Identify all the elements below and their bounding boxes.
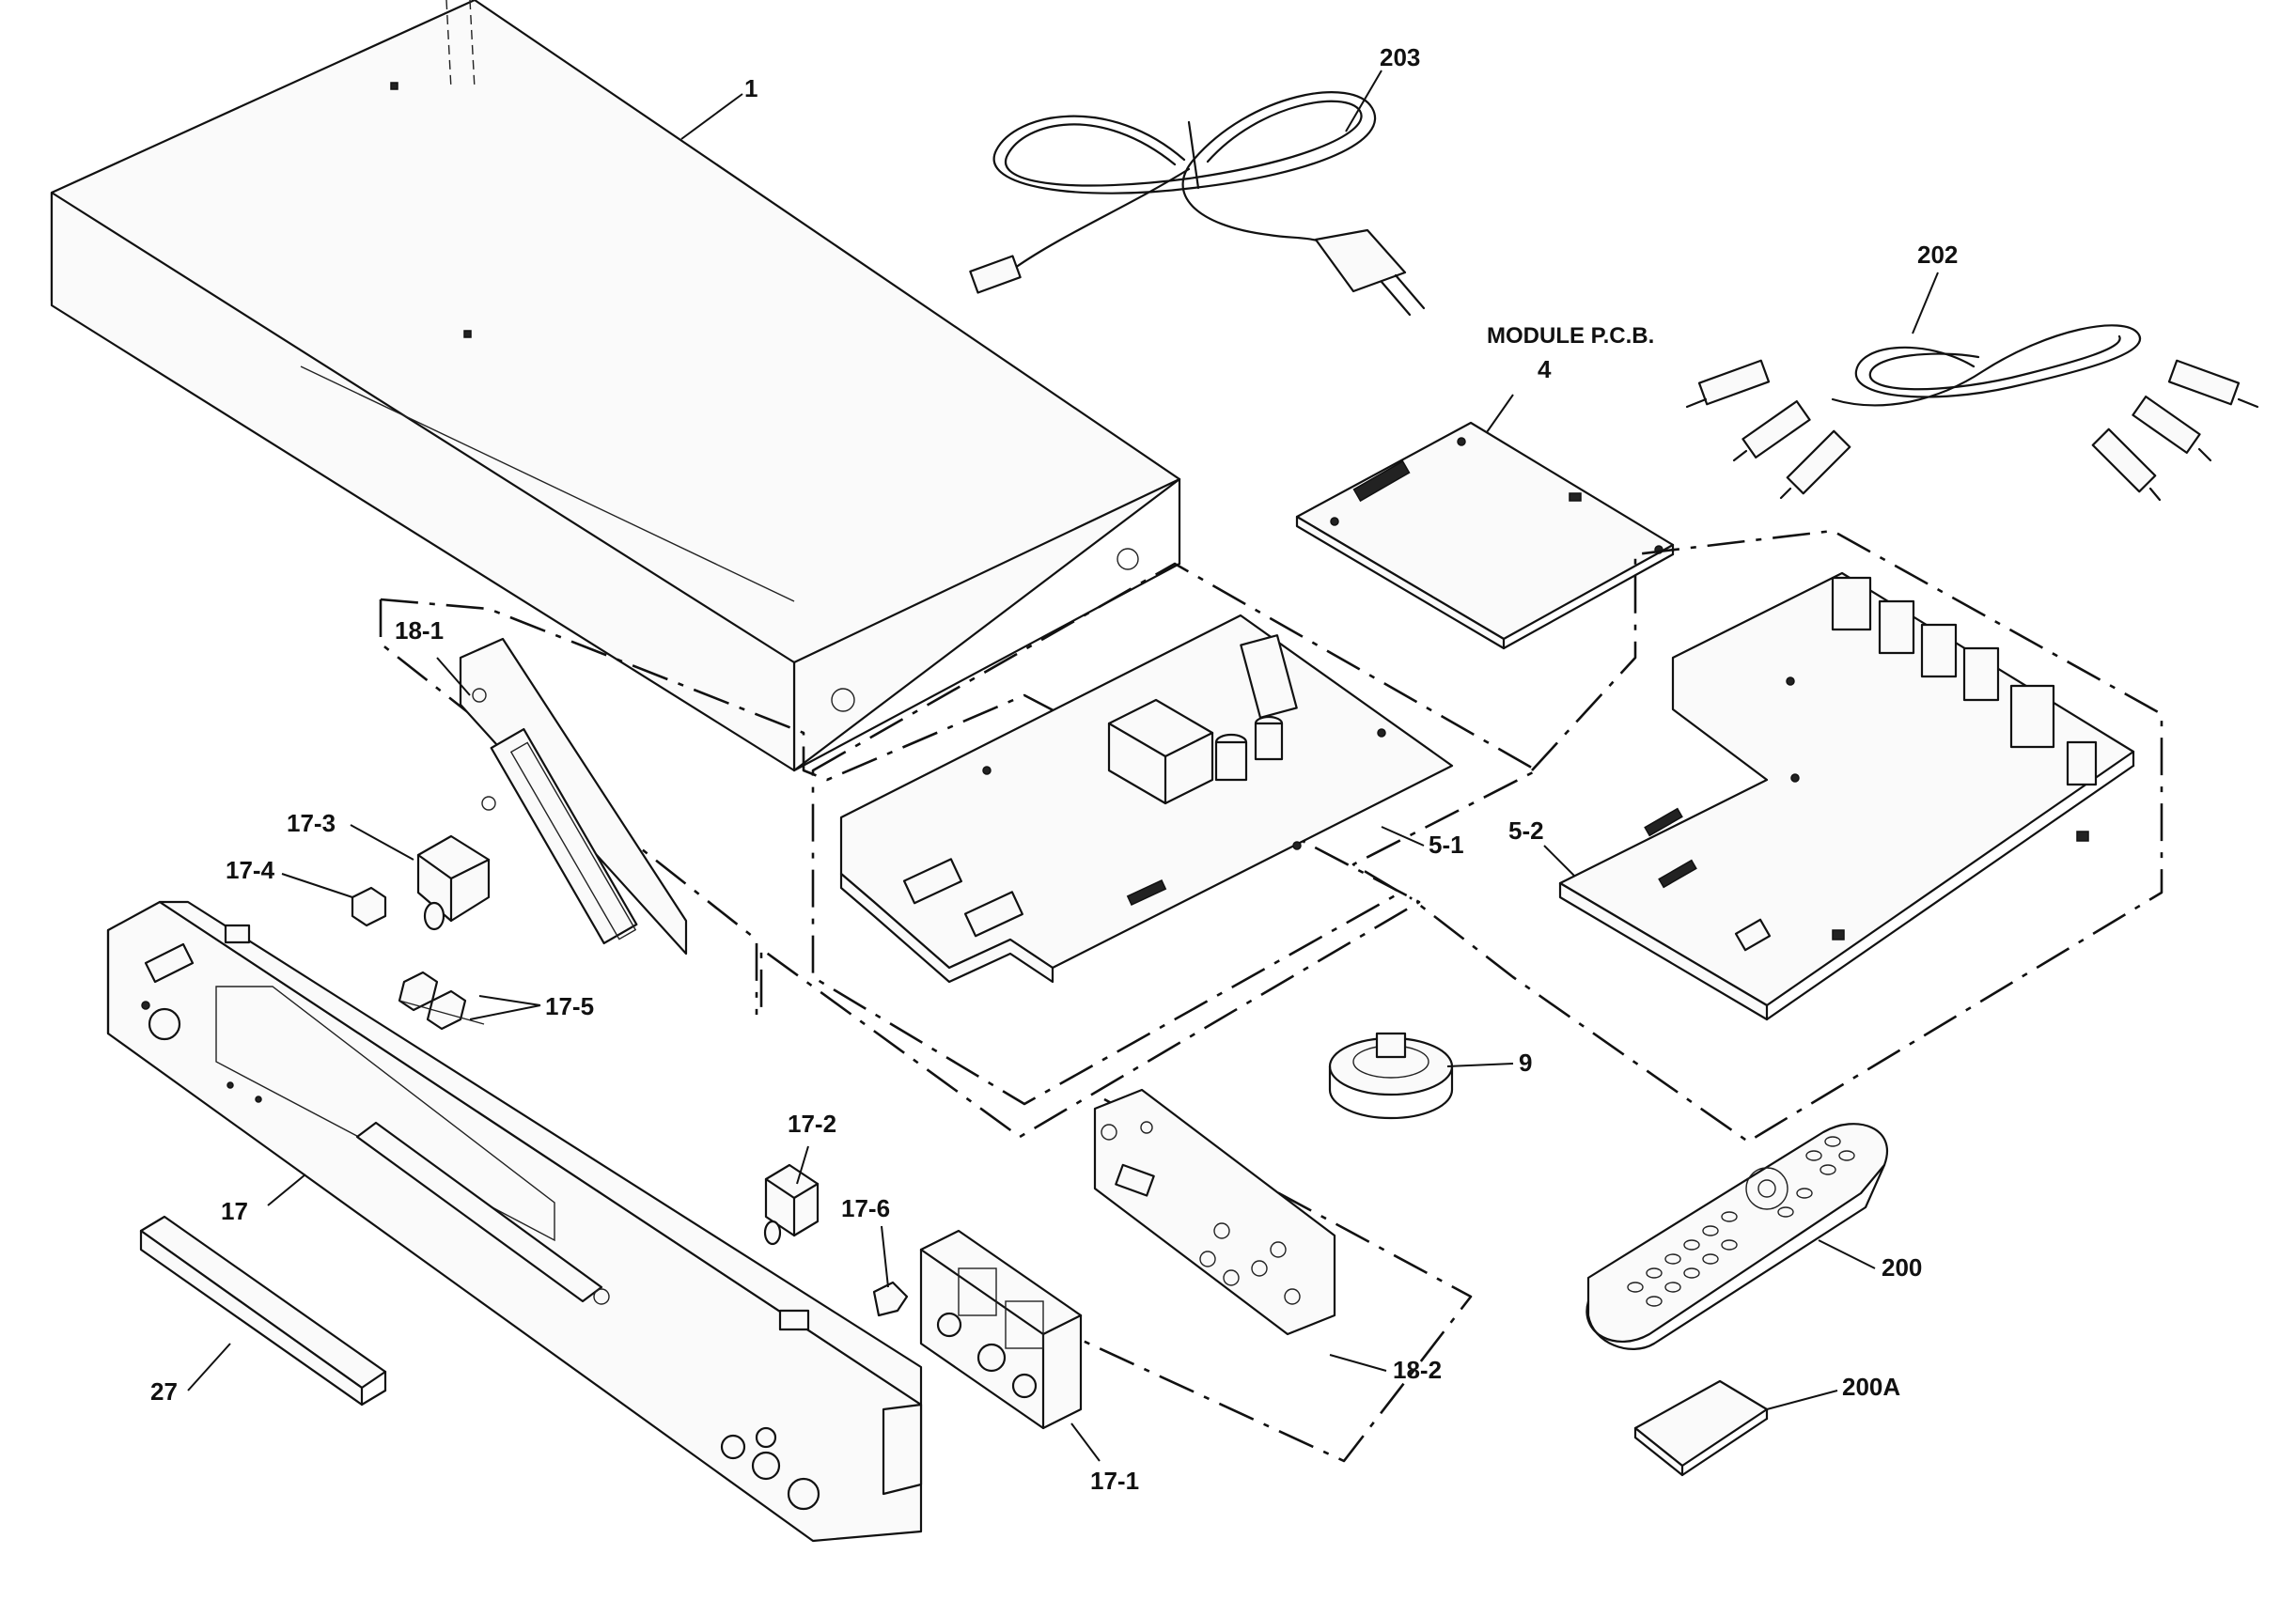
label-top-cover: 1: [744, 74, 758, 102]
main-pcb: [839, 614, 1454, 984]
rca-plug-right-3: [2091, 427, 2162, 502]
label-button-holder: 17-1: [1090, 1467, 1139, 1495]
label-knob-holder-upper: 17-3: [287, 809, 336, 837]
jack-pcb: [1558, 571, 2135, 1021]
clip: [351, 886, 387, 927]
label-jack-pcb: 5-2: [1508, 816, 1544, 845]
remote-buttons: [1627, 1136, 1855, 1307]
label-small-clip: 17-6: [841, 1194, 890, 1222]
front-panel: [106, 900, 923, 1543]
label-battery-cover: 200A: [1842, 1373, 1900, 1401]
knob-holder-upper: [416, 834, 491, 931]
battery-cover: [1633, 1379, 1769, 1477]
part-labels: 1 203 202 MODULE P.C.B. 4 18-1 17-3 17-4…: [150, 43, 1958, 1495]
label-power-cord: 203: [1380, 43, 1420, 71]
label-spring-parts: 17-5: [545, 992, 594, 1020]
group-boundary-left: [380, 598, 1421, 1139]
module-pcb: [1295, 421, 1675, 650]
label-remote-control: 200: [1882, 1253, 1922, 1282]
rca-plug-right-1: [2167, 359, 2259, 409]
label-module-pcb: 4: [1538, 355, 1552, 383]
top-cover: [50, 0, 1181, 772]
small-clip: [872, 1281, 909, 1317]
rca-plug-left-1: [1685, 359, 1771, 409]
leader-lines: [187, 70, 1939, 1462]
label-disc-door: 27: [150, 1377, 178, 1406]
spring-parts: [398, 971, 485, 1031]
display-pcb: [459, 637, 688, 956]
remote-control: [1585, 1123, 1888, 1350]
rca-plug-left-3: [1779, 429, 1851, 500]
av-cable: [1685, 324, 2259, 502]
group-boundary-center: [811, 562, 1538, 1106]
capacitors: [1214, 634, 1298, 782]
label-clip: 17-4: [226, 856, 275, 884]
turntable: [1328, 1032, 1454, 1120]
button-holder: [919, 1229, 1083, 1430]
rca-plug-right-2: [2132, 395, 2212, 462]
power-cord: [969, 91, 1426, 317]
transformer: [1107, 698, 1214, 805]
rca-plug-left-2: [1732, 399, 1811, 462]
knob-holder-lower: [763, 1163, 820, 1246]
label-main-pcb: 5-1: [1429, 831, 1464, 859]
label-display-pcb: 18-1: [395, 616, 444, 645]
label-module-pcb-title: MODULE P.C.B.: [1487, 323, 1654, 349]
rear-jacks: [1831, 576, 2098, 786]
disc-door: [139, 1215, 387, 1407]
button-pcb: [1093, 1088, 1336, 1336]
group-boundary-front: [986, 1097, 1473, 1463]
label-av-cable: 202: [1917, 241, 1958, 269]
label-button-pcb: 18-2: [1393, 1356, 1442, 1384]
label-turntable: 9: [1519, 1049, 1532, 1077]
label-front-panel: 17: [221, 1197, 248, 1225]
label-knob-holder-lower: 17-2: [788, 1110, 836, 1138]
